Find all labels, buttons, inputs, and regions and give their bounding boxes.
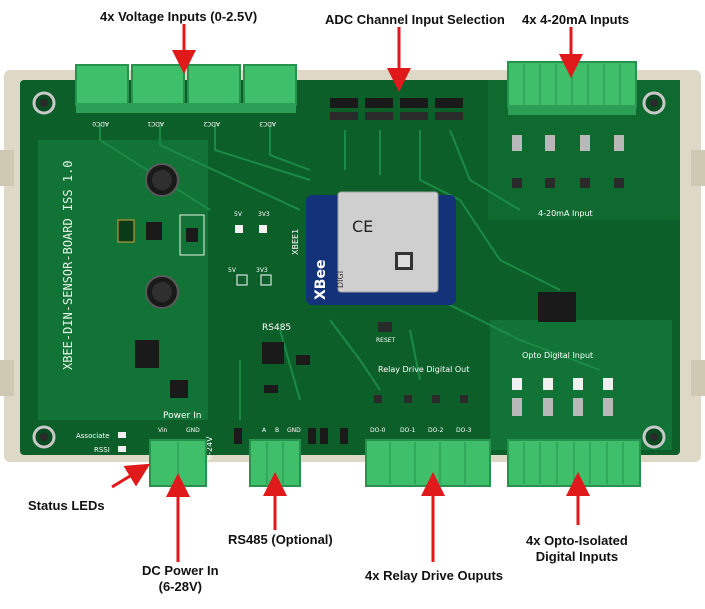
adc-jumpers bbox=[330, 98, 463, 120]
opto-ic bbox=[538, 292, 576, 322]
enclosure-clip-right-top bbox=[691, 150, 705, 186]
opto-inputs-callout: 4x Opto-Isolated Digital Inputs bbox=[526, 533, 628, 564]
rs485-components bbox=[262, 342, 310, 393]
enclosure-clip-right-bottom bbox=[691, 360, 705, 396]
opto-input-connector bbox=[507, 439, 641, 487]
voltage-input-connectors bbox=[75, 64, 297, 113]
current-section-label: 4-20mA Input bbox=[538, 209, 593, 218]
relay-pin-1: DO-1 bbox=[400, 427, 416, 434]
relay-output-connector bbox=[365, 439, 491, 487]
power-components bbox=[117, 163, 205, 398]
relay-pin-labels: DO-0 DO-1 DO-2 DO-3 bbox=[370, 427, 472, 434]
voltage-inputs-callout: 4x Voltage Inputs (0-2.5V) bbox=[100, 9, 258, 24]
adc-silk-labels: ADC0 ADC1 ADC2 ADC3 bbox=[92, 120, 276, 127]
power-plane bbox=[38, 140, 208, 420]
xbee-brand: XBee bbox=[313, 260, 329, 300]
rs485-connector bbox=[249, 439, 301, 487]
rs485-silk-label: RS485 bbox=[262, 323, 291, 333]
rssi-label: RSSI bbox=[94, 446, 110, 454]
reset-label: RESET bbox=[376, 337, 396, 344]
rs485-link-jumpers bbox=[234, 428, 348, 444]
mounting-holes bbox=[32, 91, 666, 449]
relay-outputs-callout: 4x Relay Drive Ouputs bbox=[365, 568, 503, 583]
supply-indicators: 5V 3V3 5V 3V3 bbox=[228, 211, 272, 286]
rs485-pin-gnd: GND bbox=[287, 427, 301, 434]
power-connector bbox=[149, 439, 207, 487]
digi-brand: DIGI bbox=[336, 271, 345, 288]
adc-selection-callout: ADC Channel Input Selection bbox=[325, 12, 505, 27]
ce-mark: CE bbox=[352, 217, 373, 236]
rs485-pin-labels: A B GND bbox=[262, 427, 301, 434]
status-leds-callout: Status LEDs bbox=[28, 498, 105, 513]
associate-led bbox=[118, 432, 126, 438]
opto-components bbox=[512, 378, 613, 416]
adc1-label: ADC1 bbox=[147, 120, 164, 127]
current-input-connector bbox=[507, 61, 637, 115]
relay-pin-0: DO-0 bbox=[370, 427, 386, 434]
relay-pin-3: DO-3 bbox=[456, 427, 472, 434]
power-in-label: Power In bbox=[163, 411, 201, 421]
adc2-label: ADC2 bbox=[203, 120, 220, 127]
vin-label: Vin bbox=[158, 427, 168, 434]
rssi-led bbox=[118, 446, 126, 452]
v33-test-label: 3V3 bbox=[256, 267, 268, 274]
current-input-resistors bbox=[512, 135, 624, 188]
rs485-pin-b: B bbox=[275, 427, 279, 434]
xbee-ref-label: XBEE1 bbox=[291, 229, 300, 255]
relay-transistors bbox=[374, 395, 468, 403]
associate-label: Associate bbox=[76, 432, 110, 440]
rs485-pin-a: A bbox=[262, 427, 267, 434]
pcb-traces bbox=[99, 125, 601, 420]
reset-button bbox=[378, 322, 392, 332]
gnd-label: GND bbox=[186, 427, 200, 434]
v33-top-label: 3V3 bbox=[258, 211, 270, 218]
xbee-module: CE XBee DIGI bbox=[306, 191, 456, 305]
dc-power-callout: DC Power In (6-28V) bbox=[142, 563, 219, 594]
adc0-label: ADC0 bbox=[92, 120, 109, 127]
callout-arrows bbox=[111, 24, 590, 562]
relay-section-label: Relay Drive Digital Out bbox=[378, 365, 469, 374]
relay-pin-2: DO-2 bbox=[428, 427, 444, 434]
enclosure-clip-left-top bbox=[0, 150, 14, 186]
adc3-label: ADC3 bbox=[259, 120, 276, 127]
current-inputs-callout: 4x 4-20mA Inputs bbox=[522, 12, 630, 27]
rs485-callout: RS485 (Optional) bbox=[228, 532, 333, 547]
enclosure-clip-left-bottom bbox=[0, 360, 14, 396]
v5-test-label: 5V bbox=[228, 267, 237, 274]
power-range-label: 6-24V bbox=[205, 436, 214, 460]
v5-top-label: 5V bbox=[234, 211, 243, 218]
board-name: XBEE-DIN-SENSOR-BOARD ISS 1.0 bbox=[61, 160, 75, 370]
opto-section-label: Opto Digital Input bbox=[522, 351, 593, 360]
